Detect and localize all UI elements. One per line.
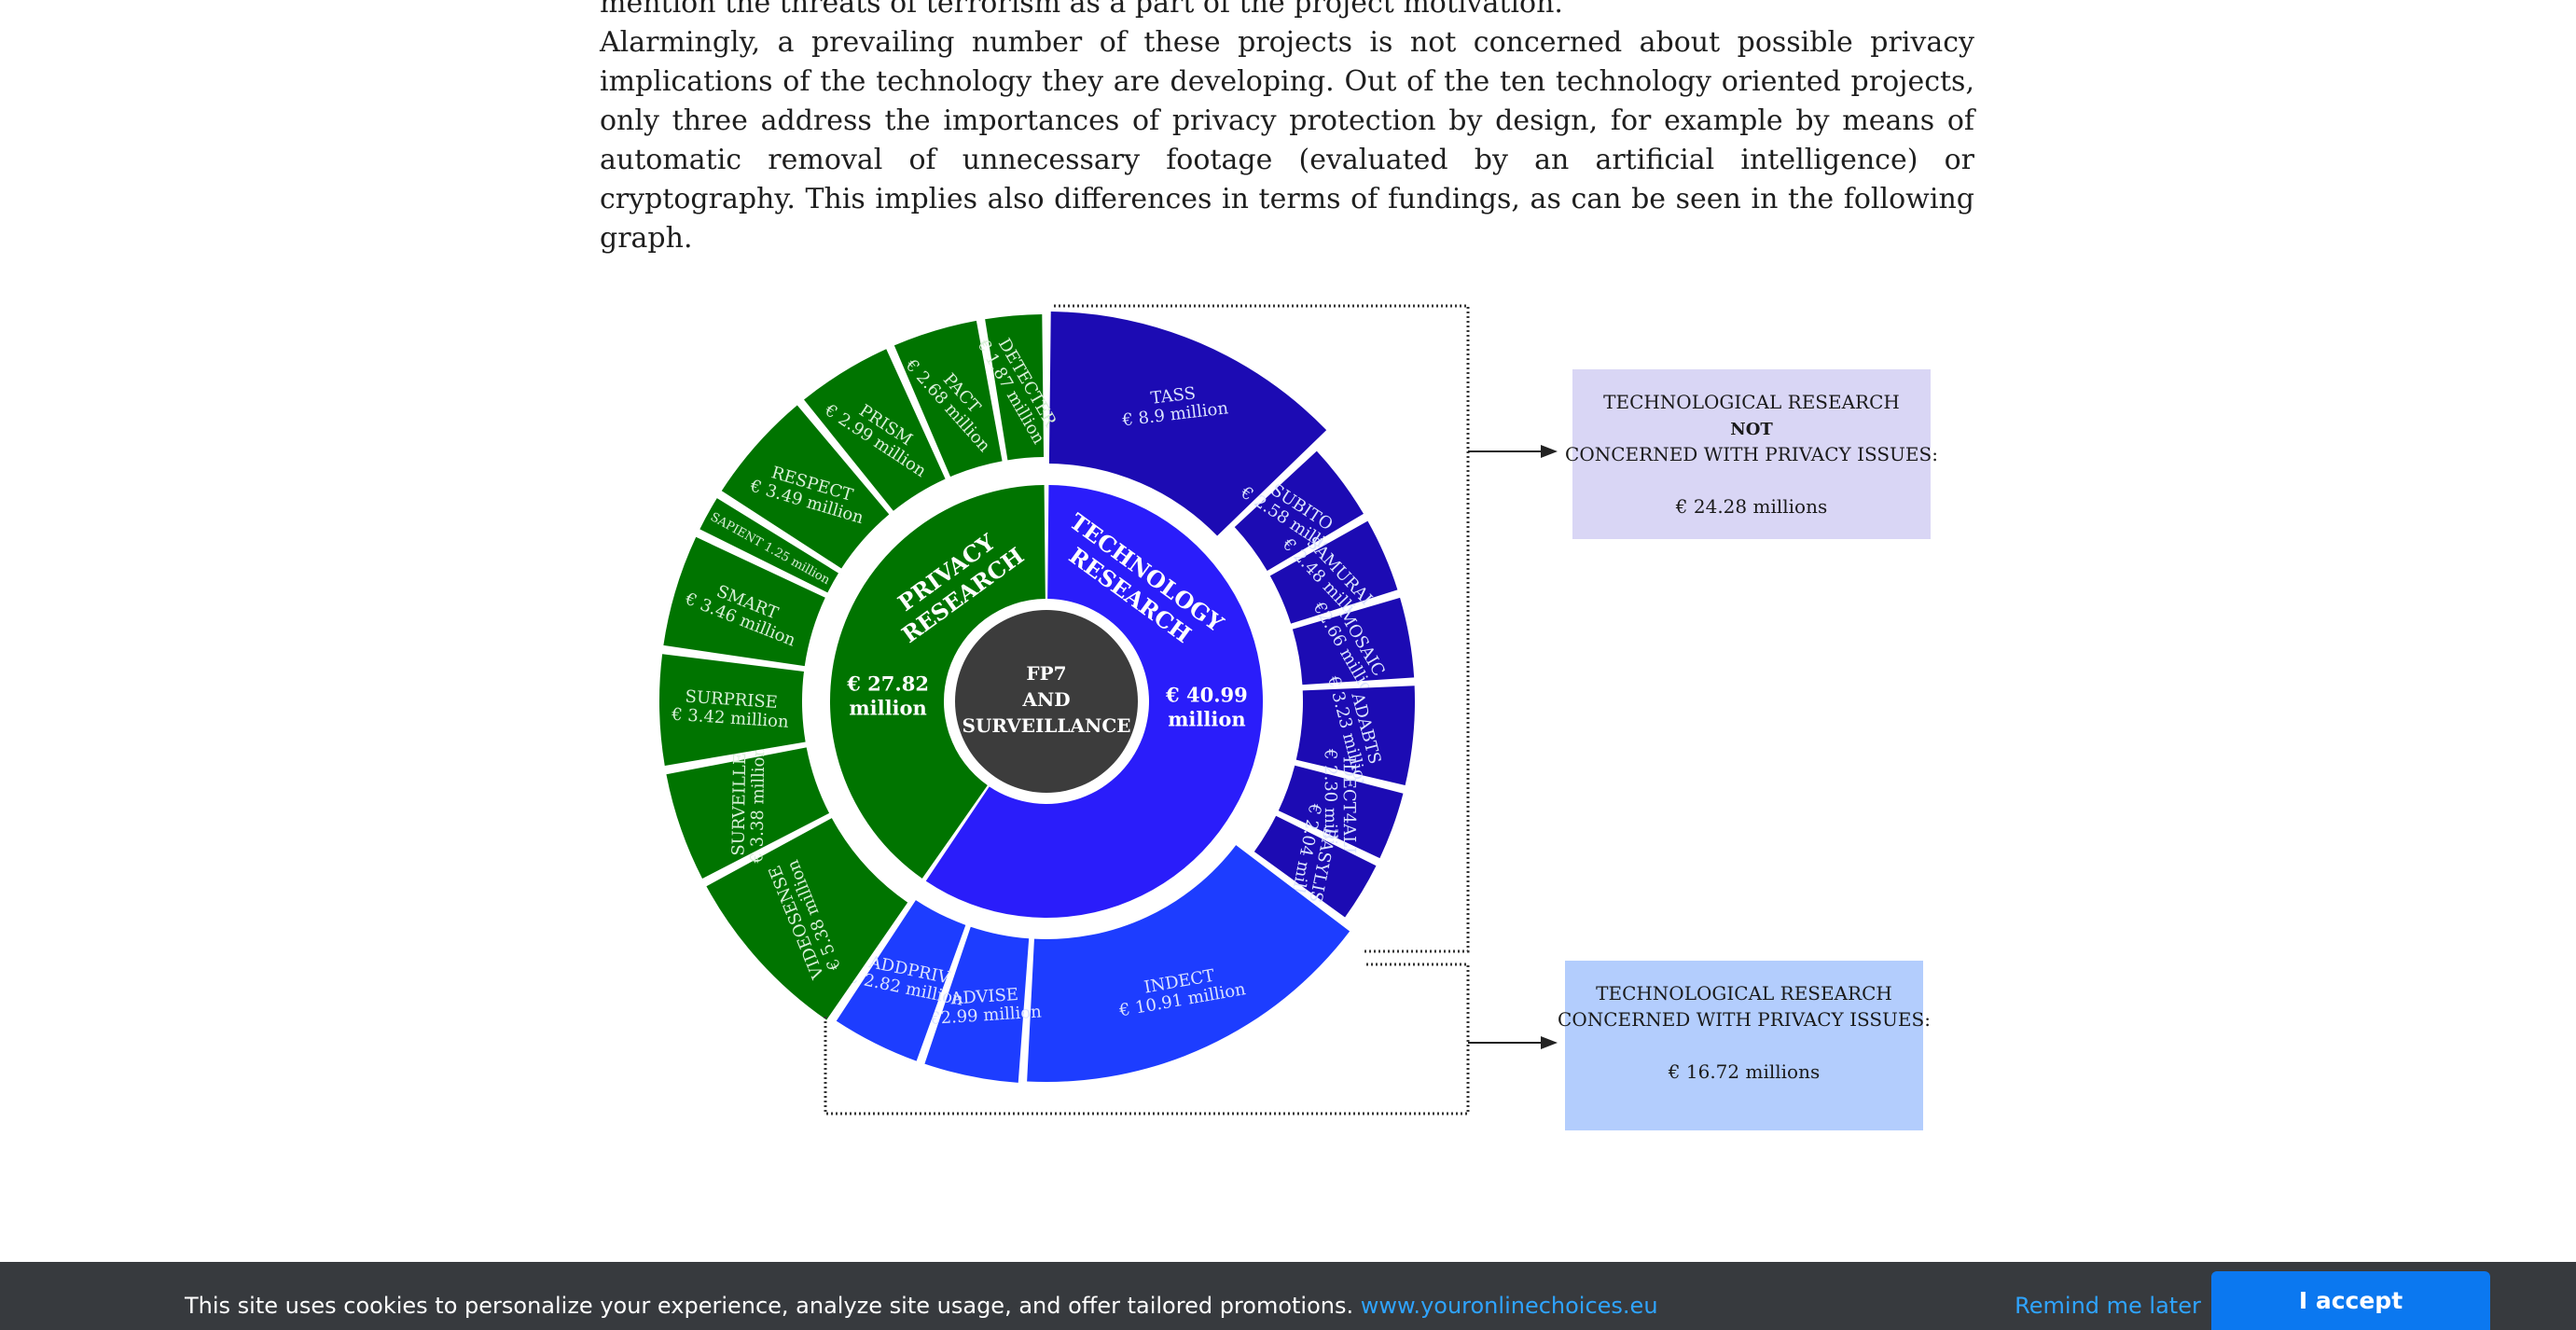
outer-segment-addpriv	[836, 900, 966, 1061]
outer-segment-subito	[1234, 450, 1364, 571]
paragraph-fragment: mention the threats of terrorism as a pa…	[600, 0, 1563, 20]
outer-segment-detecter	[985, 314, 1045, 461]
center-disc	[955, 610, 1138, 793]
callout-not-concerned	[1572, 369, 1931, 539]
outer-segment-sapient	[699, 498, 838, 593]
cookie-message: This site uses cookies to personalize yo…	[185, 1293, 1658, 1319]
outer-segment-mosaic	[1292, 597, 1415, 686]
bracket-not-concerned	[1054, 304, 1470, 953]
outer-segment-smart	[663, 536, 825, 667]
outer-segment-prism	[804, 349, 946, 511]
outer-segment-pact	[893, 320, 1003, 478]
cookie-link[interactable]: www.youronlinechoices.eu	[1360, 1293, 1658, 1319]
outer-segment-idect4all	[1278, 765, 1404, 859]
outer-segment-advise	[924, 926, 1030, 1083]
article-body: mention the threats of terrorism as a pa…	[600, 0, 1974, 258]
outer-segment-surveille	[666, 747, 830, 879]
inner-segment-technology-research	[925, 485, 1264, 918]
outer-segment-basylis	[1253, 815, 1377, 918]
accept-cookies-button[interactable]: I accept	[2211, 1271, 2490, 1330]
outer-segment-indect	[1027, 845, 1350, 1082]
outer-segment-adabts	[1295, 686, 1415, 786]
outer-segment-videosense	[706, 818, 908, 1020]
outer-segment-label: IDECT4ALL€ 2.30 million	[1321, 748, 1359, 866]
callout-concerned	[1565, 961, 1923, 1130]
outer-segment-tass	[1048, 312, 1327, 536]
cookie-banner	[0, 1262, 2576, 1330]
inner-segment-privacy-research	[830, 485, 1046, 879]
outer-segment-label: SURVEILLE€ 3.38 million	[728, 745, 769, 865]
outer-segment-label: SURPRISE€ 3.42 million	[671, 686, 791, 732]
outer-segment-surprise	[659, 654, 806, 766]
paragraph-privacy: Alarmingly, a prevailing number of these…	[600, 26, 1974, 255]
cookie-message-text: This site uses cookies to personalize yo…	[185, 1293, 1361, 1319]
outer-segment-respect	[721, 405, 890, 569]
remind-later-button[interactable]: Remind me later	[2015, 1287, 2201, 1324]
arrow-concerned-head	[1541, 1036, 1558, 1049]
outer-segment-samurai	[1269, 520, 1398, 624]
arrow-not-concerned-head	[1541, 445, 1558, 458]
